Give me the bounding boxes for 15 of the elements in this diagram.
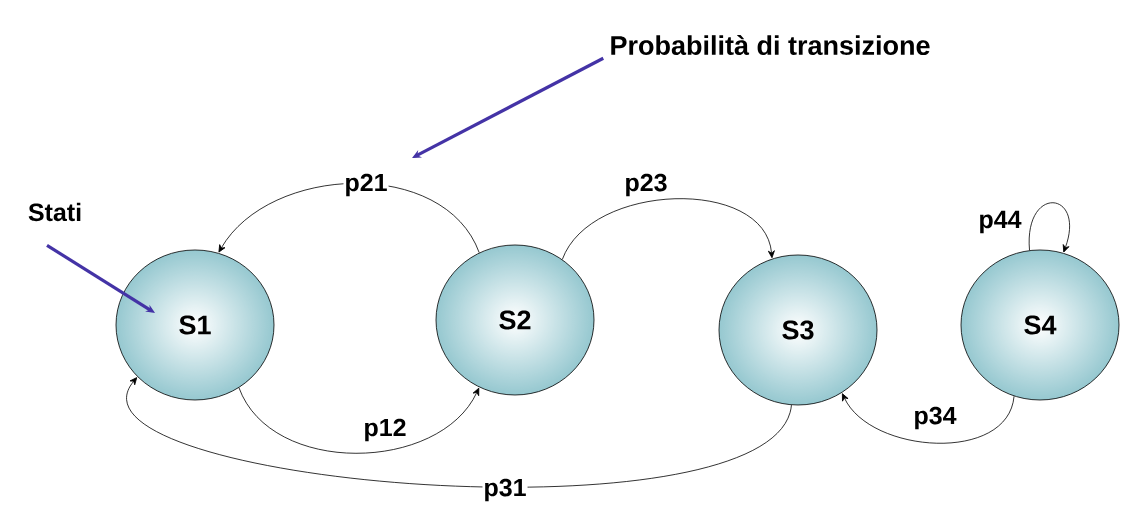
transition-arrow <box>1029 202 1070 253</box>
edge-label: p23 <box>623 172 669 198</box>
edge-label: p44 <box>977 209 1023 235</box>
transition-arrow <box>238 387 480 454</box>
transition-arrow <box>842 393 1015 444</box>
transition-arrow <box>46 244 155 313</box>
leader-arrow <box>412 56 605 158</box>
transition-arrow <box>127 377 792 488</box>
transition-arrow <box>561 198 775 260</box>
edge-label: p21 <box>343 172 389 198</box>
annotation-text: Stati <box>28 202 81 222</box>
annotation-text: Probabilità di transizione <box>611 34 930 55</box>
edge-label: p12 <box>362 417 408 443</box>
edge-label: p34 <box>912 405 958 431</box>
edge-label: p31 <box>482 477 528 503</box>
